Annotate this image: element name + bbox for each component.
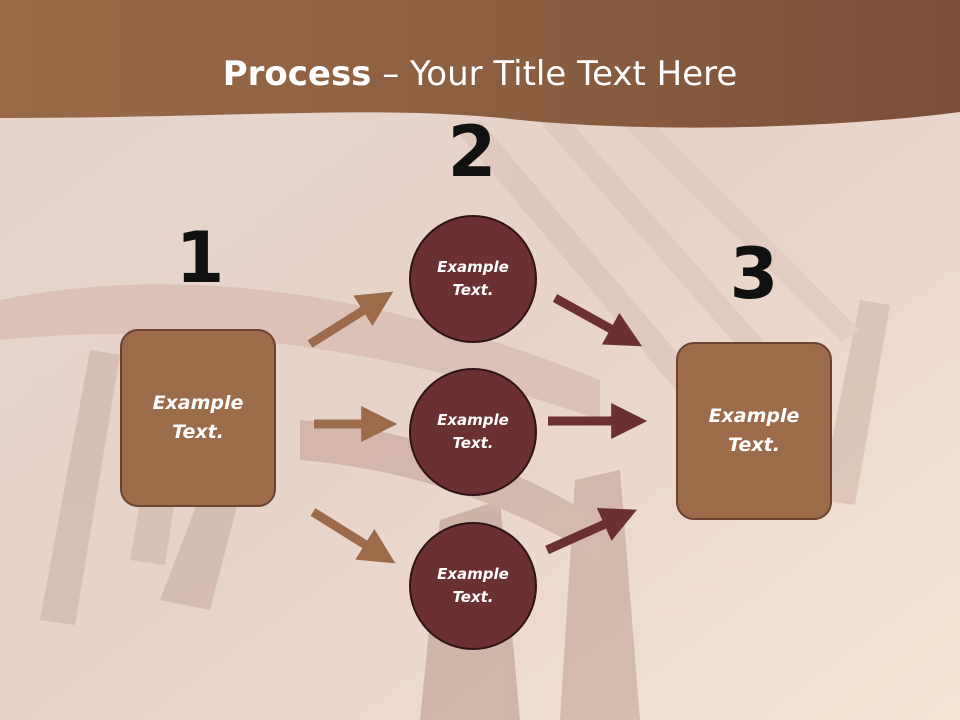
step-1-box: Example Text.	[120, 329, 276, 507]
slide-title: Process – Your Title Text Here	[0, 52, 960, 96]
header-band	[0, 0, 960, 128]
title-rest: – Your Title Text Here	[371, 54, 738, 94]
step-2-circle-middle: Example Text.	[409, 368, 537, 496]
arrow-1-to-bottom	[310, 508, 396, 564]
arrow-bottom-to-3	[545, 507, 637, 555]
arrow-1-to-top	[307, 291, 394, 348]
step-number-1: 1	[175, 217, 225, 299]
step-2-circle-top: Example Text.	[409, 215, 537, 343]
arrow-top-to-3	[552, 294, 643, 347]
step-2-circle-bottom: Example Text.	[409, 522, 537, 650]
step-3-box: Example Text.	[676, 342, 832, 520]
step-number-3: 3	[729, 233, 779, 315]
title-bold: Process	[222, 54, 372, 94]
step-number-2: 2	[447, 111, 497, 193]
chair-silhouette	[0, 110, 890, 720]
